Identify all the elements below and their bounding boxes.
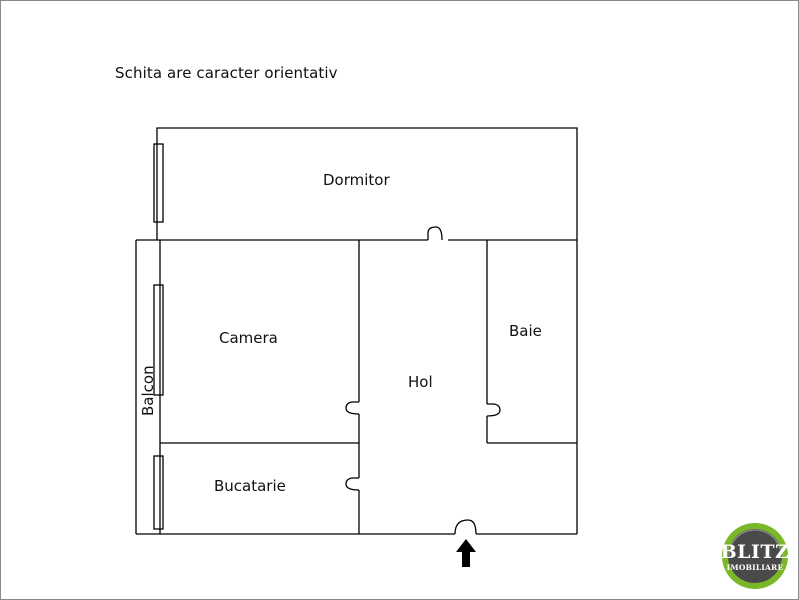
window-bucatarie	[153, 455, 164, 530]
room-label-hol: Hol	[408, 373, 433, 391]
door-bucatarie	[345, 477, 360, 491]
logo-brand-text: BLITZ	[720, 541, 790, 563]
window-dormitor	[153, 143, 164, 223]
door-baie	[486, 403, 501, 417]
room-label-camera: Camera	[219, 329, 278, 347]
blitz-logo: BLITZ IMOBILIARE	[719, 520, 791, 592]
door-entrance	[454, 519, 477, 535]
window-camera	[153, 284, 164, 396]
logo-ring-icon	[722, 523, 788, 589]
room-label-balcon: Balcon	[139, 365, 157, 416]
dormitor-walls	[156, 127, 578, 240]
entrance-arrow-icon	[456, 539, 476, 567]
door-camera	[345, 401, 360, 415]
disclaimer-note: Schita are caracter orientativ	[115, 64, 338, 82]
door-dormitor	[427, 226, 443, 241]
room-label-bucatarie: Bucatarie	[214, 477, 286, 495]
logo-sub-text: IMOBILIARE	[726, 563, 784, 572]
room-label-baie: Baie	[509, 322, 542, 340]
room-label-dormitor: Dormitor	[323, 171, 390, 189]
